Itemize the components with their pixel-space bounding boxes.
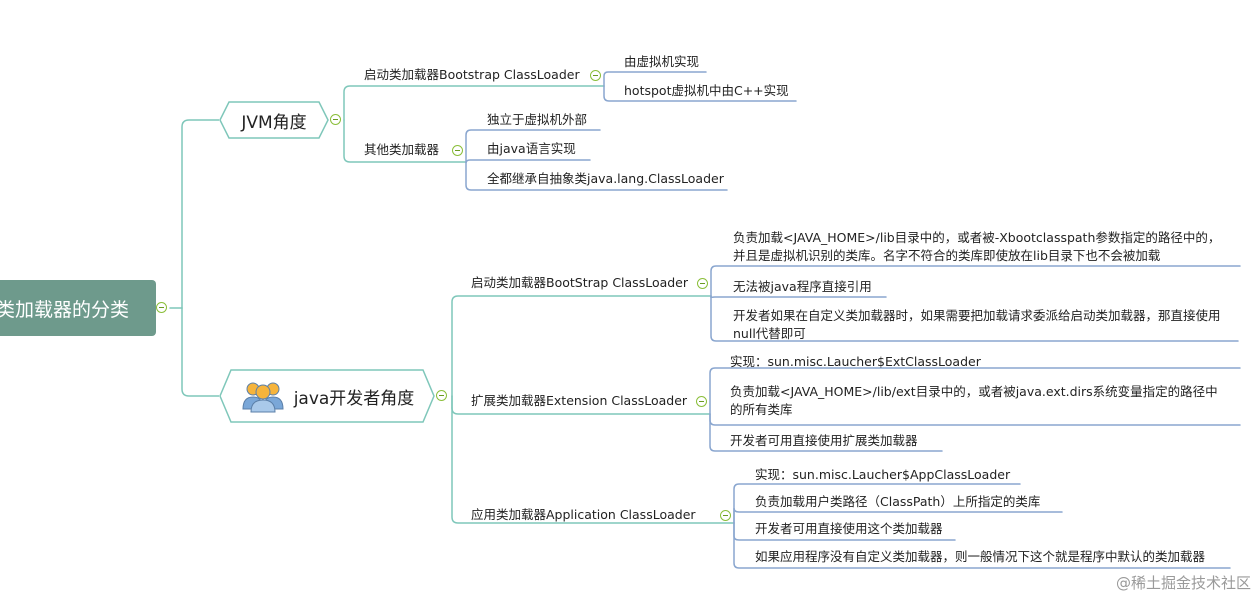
leaf-node: 开发者可用直接使用这个类加载器 — [755, 521, 943, 536]
leaf-node: 开发者如果在自定义类加载器时，如果需要把加载请求委派给启动类加载器，那直接使用n… — [733, 308, 1221, 341]
people-icon — [242, 382, 284, 413]
leaf-node: 如果应用程序没有自定义类加载器，则一般情况下这个就是程序中默认的类加载器 — [755, 549, 1206, 564]
leaf-node: 由虚拟机实现 — [624, 54, 700, 69]
node-jvm-others[interactable]: 其他类加载器 — [364, 142, 440, 157]
branch-jvm-label: JVM角度 — [241, 112, 307, 133]
leaf-node: 无法被java程序直接引用 — [733, 279, 872, 294]
watermark: @稀土掘金技术社区 — [1115, 574, 1251, 592]
collapse-toggle-icon[interactable] — [697, 278, 708, 289]
connector-dev-application — [451, 395, 735, 524]
hexagon-shape — [219, 101, 329, 139]
collapse-toggle-icon[interactable] — [330, 114, 341, 125]
connector-leaf — [465, 159, 591, 164]
branch-dev-label: java开发者角度 — [293, 388, 415, 409]
collapse-toggle-icon[interactable] — [436, 390, 447, 401]
branch-jvm[interactable]: JVM角度 — [219, 101, 329, 139]
node-dev-application[interactable]: 应用类加载器Application ClassLoader — [471, 507, 696, 522]
leaf-node: 负责加载<JAVA_HOME>/lib目录中的，或者被-Xbootclasspa… — [733, 230, 1221, 263]
leaf-node: 独立于虚拟机外部 — [487, 112, 588, 127]
leaf-node: 负责加载<JAVA_HOME>/lib/ext目录中的，或者被java.ext.… — [730, 384, 1218, 417]
collapse-toggle-icon[interactable] — [590, 70, 601, 81]
collapse-toggle-icon[interactable] — [720, 510, 731, 521]
leaf-node: 负责加载用户类路径（ClassPath）上所指定的类库 — [755, 494, 1041, 509]
leaf-node: 由java语言实现 — [487, 141, 576, 156]
node-dev-extension[interactable]: 扩展类加载器Extension ClassLoader — [471, 393, 688, 408]
node-jvm-bootstrap[interactable]: 启动类加载器Bootstrap ClassLoader — [364, 67, 580, 82]
leaf-node: 开发者可用直接使用扩展类加载器 — [730, 433, 918, 448]
branch-dev-content: java开发者角度 — [240, 379, 415, 413]
leaf-node: 实现：sun.misc.Laucher$ExtClassLoader — [730, 354, 981, 369]
connector-root-jvm — [181, 119, 220, 309]
collapse-toggle-icon[interactable] — [696, 396, 707, 407]
leaf-node: hotspot虚拟机中由C++实现 — [624, 83, 789, 98]
node-dev-bootstrap[interactable]: 启动类加载器BootStrap ClassLoader — [471, 275, 689, 290]
connector-dev-bootstrap — [451, 295, 712, 397]
leaf-node: 实现：sun.misc.Laucher$AppClassLoader — [755, 467, 1011, 482]
connector-leaf — [710, 295, 887, 299]
branch-dev[interactable]: java开发者角度 — [219, 369, 435, 423]
root-node[interactable]: 类加载器的分类 — [0, 280, 156, 336]
collapse-toggle-icon[interactable] — [156, 302, 167, 313]
root-label: 类加载器的分类 — [0, 298, 130, 321]
collapse-toggle-icon[interactable] — [452, 145, 463, 156]
connector-root-dev — [181, 307, 220, 397]
leaf-node: 全都继承自抽象类java.lang.ClassLoader — [487, 171, 724, 186]
